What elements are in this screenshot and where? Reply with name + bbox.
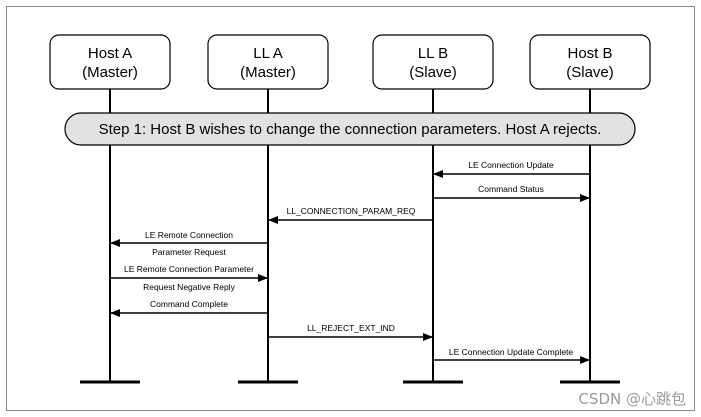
message-label-line2: Request Negative Reply — [143, 282, 235, 292]
participant-host-b-role: (Slave) — [566, 64, 614, 81]
message-label: LL_REJECT_EXT_IND — [307, 323, 395, 333]
participant-host-b: Host B (Slave) — [529, 34, 651, 90]
participant-ll-a: LL A (Master) — [207, 34, 329, 90]
message-label: LL_CONNECTION_PARAM_REQ — [287, 206, 416, 216]
message-label: Command Status — [478, 184, 544, 194]
message-ll-connection-param-req: LL_CONNECTION_PARAM_REQ — [268, 206, 433, 224]
participant-ll-a-name: LL A — [253, 45, 282, 62]
message-label: LE Connection Update Complete — [449, 347, 574, 357]
diagram-border — [6, 6, 695, 411]
step-banner: Step 1: Host B wishes to change the conn… — [64, 112, 636, 146]
step-text: Step 1: Host B wishes to change the conn… — [99, 121, 602, 138]
participant-host-b-name: Host B — [567, 45, 612, 62]
participant-ll-a-role: (Master) — [240, 64, 296, 81]
message-le-remote-connection-parameter-request: LE Remote Connection Parameter Request — [110, 230, 268, 257]
message-ll-reject-ext-ind: LL_REJECT_EXT_IND — [268, 323, 433, 341]
message-le-connection-update-complete: LE Connection Update Complete — [433, 347, 590, 364]
message-command-complete: Command Complete — [110, 299, 268, 317]
participant-ll-b: LL B (Slave) — [372, 34, 494, 90]
message-le-remote-connection-parameter-request-negative-reply: LE Remote Connection Parameter Request N… — [110, 264, 268, 292]
message-label: LE Connection Update — [468, 160, 554, 170]
message-label-line2: Parameter Request — [152, 247, 226, 257]
participant-host-a-role: (Master) — [82, 64, 138, 81]
message-label: LE Remote Connection — [145, 230, 233, 240]
participant-ll-b-role: (Slave) — [409, 64, 457, 81]
message-label: Command Complete — [150, 299, 228, 309]
participant-ll-b-name: LL B — [418, 45, 448, 62]
participant-host-a-name: Host A — [88, 45, 132, 62]
participant-host-a: Host A (Master) — [49, 34, 171, 90]
watermark-text: CSDN @心跳包 — [578, 390, 686, 408]
message-le-connection-update: LE Connection Update — [433, 160, 590, 178]
message-command-status: Command Status — [433, 184, 590, 202]
message-label: LE Remote Connection Parameter — [124, 264, 254, 274]
